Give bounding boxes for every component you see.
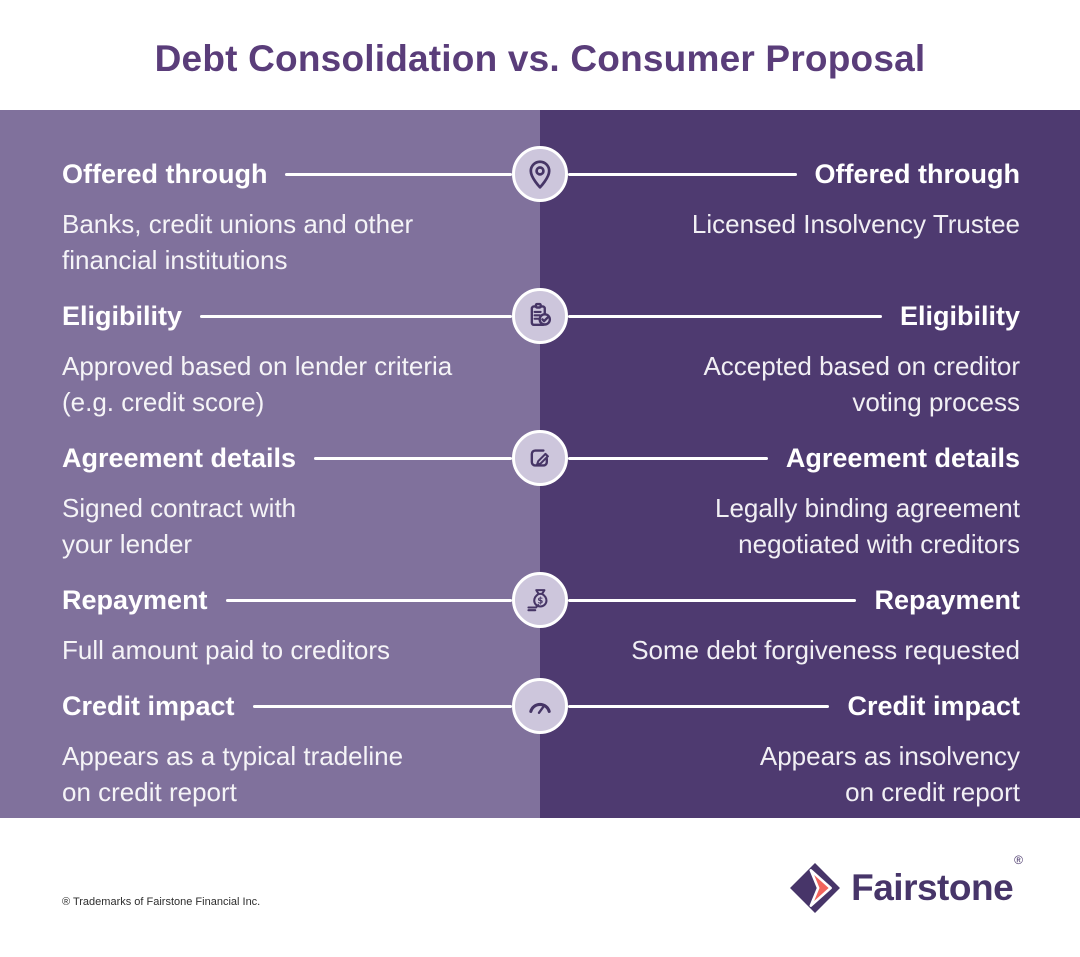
row-description: Appears as a typical tradeline on credit… [62, 741, 404, 807]
row-heading: Credit impact [847, 690, 1020, 721]
row-heading: Eligibility [62, 300, 183, 331]
connector-line [252, 704, 512, 708]
row-heading: Eligibility [899, 300, 1020, 331]
connector-line [568, 598, 857, 602]
registered-symbol: ® [1014, 852, 1023, 867]
row-description: Appears as insolvency on credit report [759, 741, 1020, 807]
connector-line [568, 314, 882, 318]
fairstone-diamond-icon [790, 862, 841, 913]
left-cell: Eligibility Approved based on lender cri… [0, 288, 512, 420]
row-description: Full amount paid to creditors [62, 635, 391, 665]
header: Debt Consolidation vs. Consumer Proposal [0, 0, 1080, 110]
row-description: Signed contract with your lender [62, 493, 297, 559]
left-cell: Agreement details Signed contract with y… [0, 430, 512, 562]
row-heading: Offered through [814, 158, 1020, 189]
comparison-row-offered-through: Offered through Banks, credit unions and… [0, 146, 1080, 278]
row-description: Banks, credit unions and other financial… [62, 209, 414, 275]
map-pin-icon [512, 146, 568, 202]
row-description: Approved based on lender criteria (e.g. … [62, 351, 453, 417]
connector-line [568, 704, 830, 708]
connector-line [285, 172, 512, 176]
row-heading: Repayment [62, 584, 208, 615]
money-bag-icon: $ [512, 572, 568, 628]
brand-wordmark: Fairstone [851, 866, 1014, 908]
row-heading: Agreement details [62, 442, 297, 473]
left-cell: Repayment Full amount paid to creditors [0, 572, 512, 668]
gauge-icon [512, 678, 568, 734]
row-heading: Credit impact [62, 690, 235, 721]
left-cell: Offered through Banks, credit unions and… [0, 146, 512, 278]
connector-line [225, 598, 512, 602]
row-heading: Agreement details [785, 442, 1020, 473]
pen-signature-icon [512, 430, 568, 486]
connector-line [314, 456, 512, 460]
comparison-panel: Offered through Banks, credit unions and… [0, 110, 1080, 818]
right-cell: Agreement details Legally binding agreem… [568, 430, 1080, 562]
right-cell: Repayment Some debt forgiveness requeste… [568, 572, 1080, 668]
right-cell: Credit impact Appears as insolvency on c… [568, 678, 1080, 810]
connector-line [568, 456, 768, 460]
row-description: Licensed Insolvency Trustee [691, 209, 1020, 239]
footer: ® Trademarks of Fairstone Financial Inc.… [0, 818, 1080, 957]
fairstone-logo: Fairstone® [789, 853, 1023, 914]
row-description: Some debt forgiveness requested [631, 635, 1020, 665]
row-heading: Repayment [874, 584, 1020, 615]
comparison-row-credit-impact: Credit impact Appears as a typical trade… [0, 678, 1080, 810]
page-title: Debt Consolidation vs. Consumer Proposal [154, 38, 926, 79]
left-cell: Credit impact Appears as a typical trade… [0, 678, 512, 810]
right-cell: Eligibility Accepted based on creditor v… [568, 288, 1080, 420]
right-cell: Offered through Licensed Insolvency Trus… [568, 146, 1080, 278]
row-description: Accepted based on creditor voting proces… [703, 351, 1020, 417]
comparison-row-repayment: Repayment Full amount paid to creditors … [0, 572, 1080, 668]
row-description: Legally binding agreement negotiated wit… [715, 493, 1020, 559]
svg-text:$: $ [537, 596, 543, 606]
connector-line [200, 314, 512, 318]
comparison-row-agreement-details: Agreement details Signed contract with y… [0, 430, 1080, 562]
clipboard-check-icon [512, 288, 568, 344]
trademark-text: ® Trademarks of Fairstone Financial Inc. [62, 895, 261, 908]
comparison-row-eligibility: Eligibility Approved based on lender cri… [0, 288, 1080, 420]
connector-line [568, 172, 797, 176]
row-heading: Offered through [62, 158, 268, 189]
